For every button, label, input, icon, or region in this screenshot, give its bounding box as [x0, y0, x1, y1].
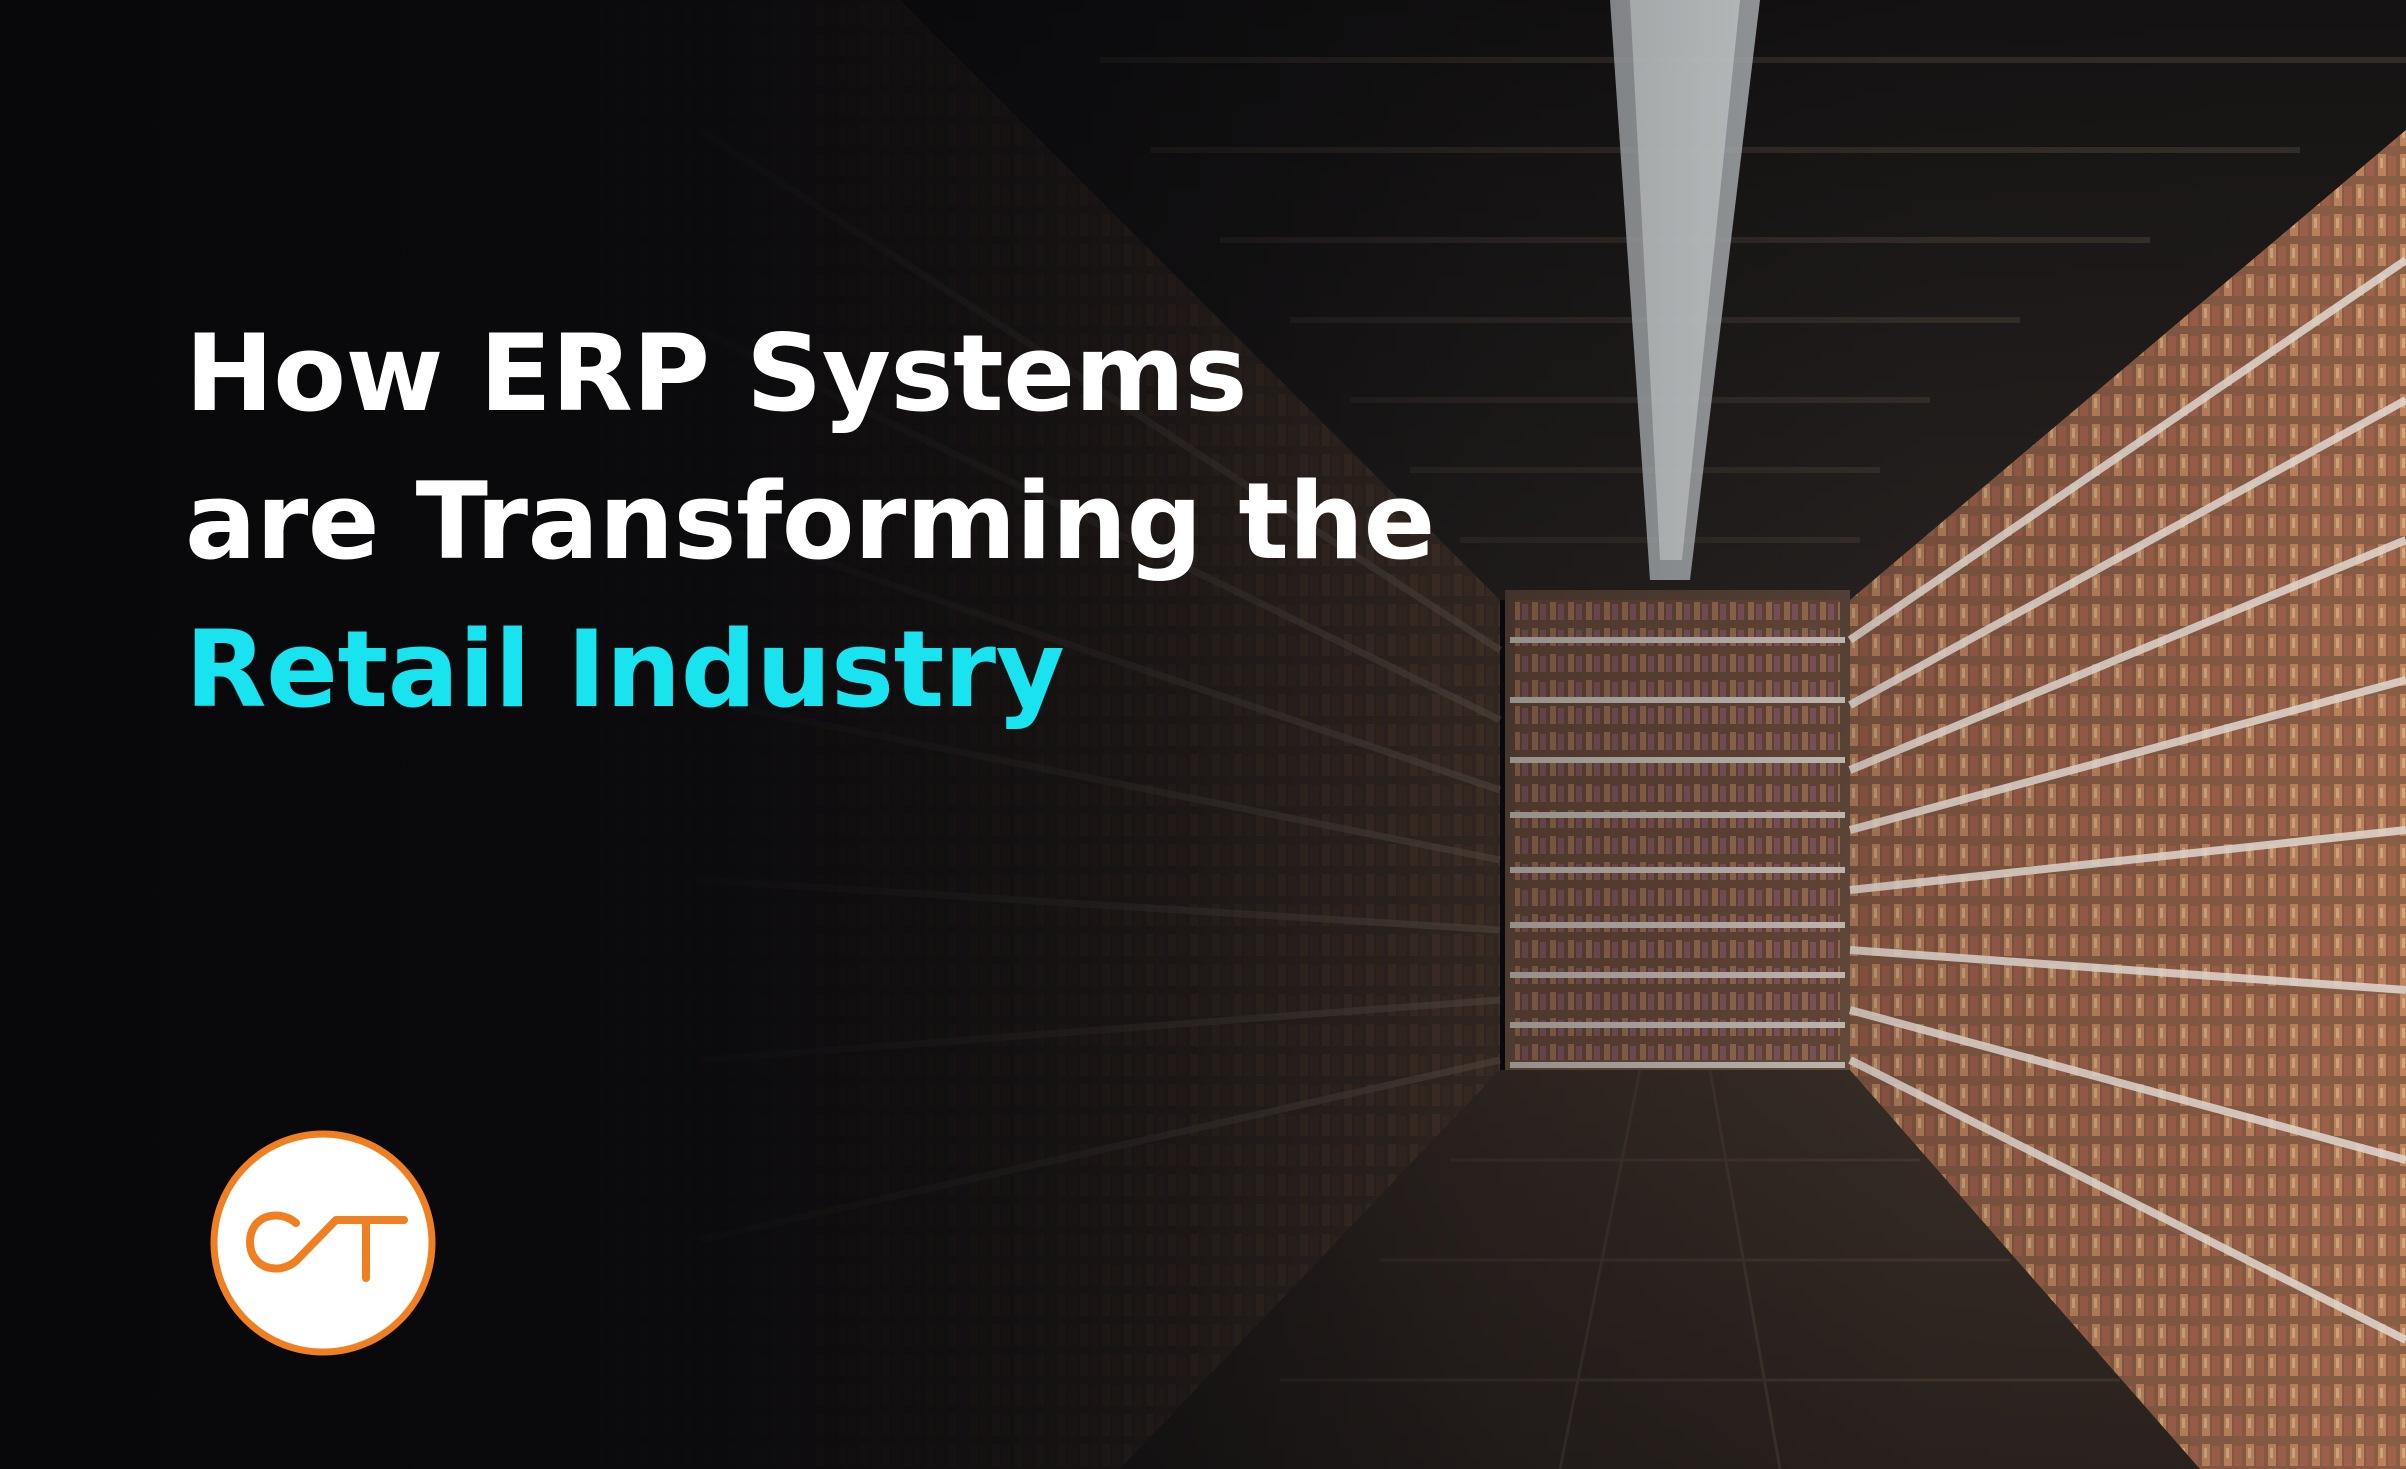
headline: How ERP Systems are Transforming the Ret…	[185, 300, 1435, 744]
headline-line-2: are Transforming the	[185, 460, 1435, 583]
headline-accent: Retail Industry	[185, 608, 1065, 731]
ct-logo-icon	[210, 1130, 436, 1356]
headline-line-1: How ERP Systems	[185, 312, 1248, 435]
